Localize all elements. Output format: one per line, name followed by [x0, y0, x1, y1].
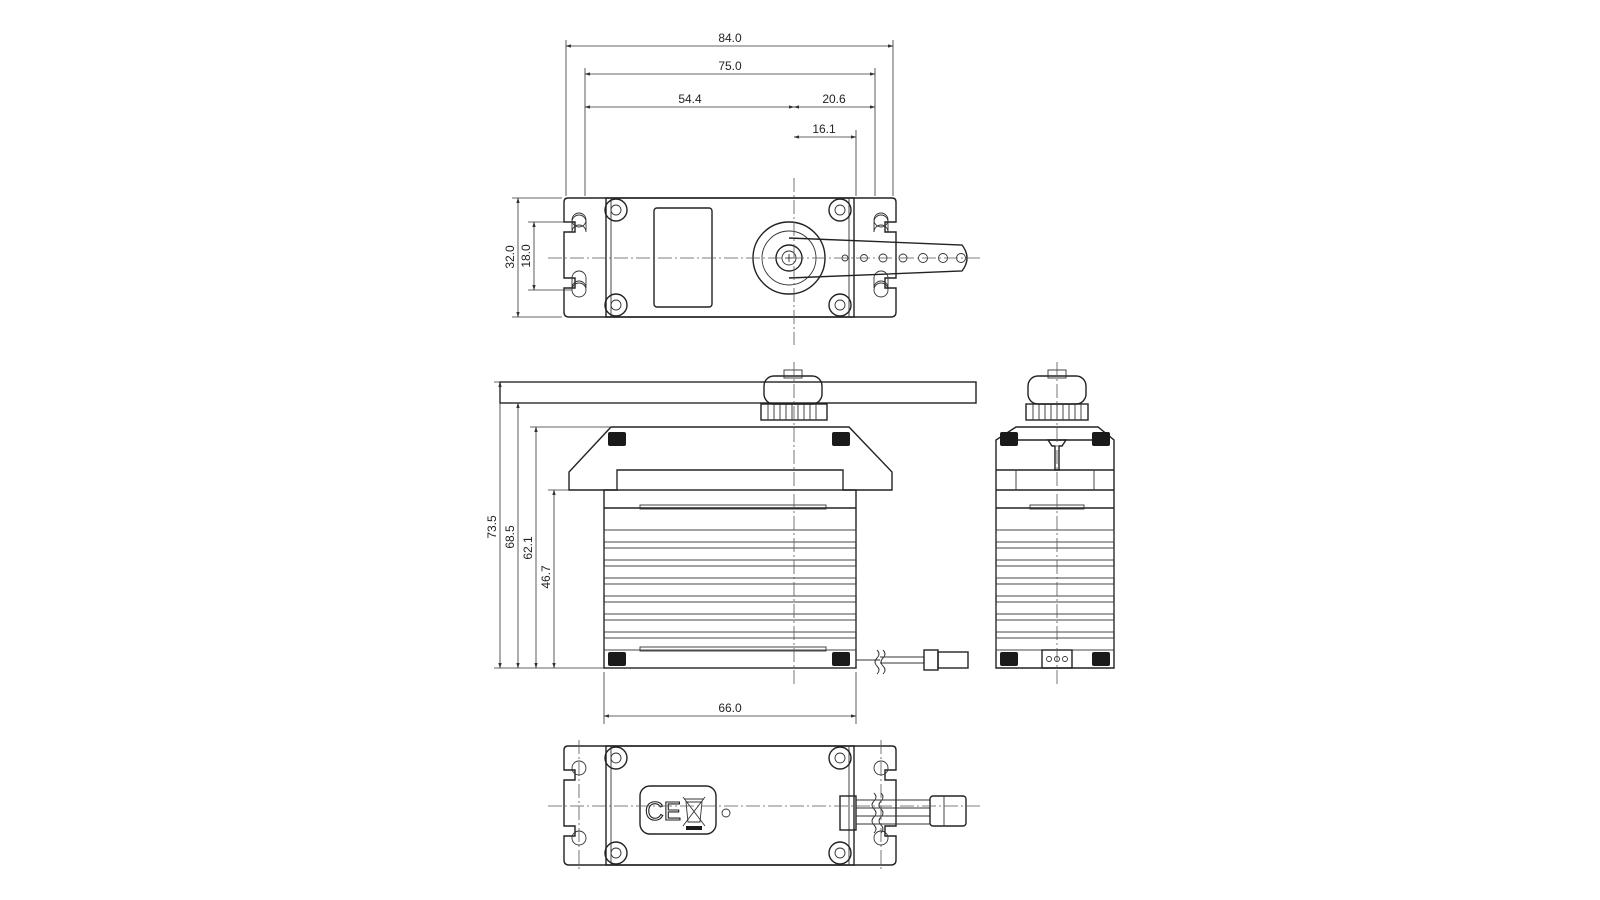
case-body [603, 489, 857, 669]
dim-hole-to-output: 54.4 [678, 92, 702, 106]
connector-plug-bottom [929, 795, 967, 827]
certification-plate [639, 785, 717, 835]
dim-mount-hole-spacing: 75.0 [718, 59, 742, 73]
front-view-dimensions: 73.5 68.5 62.1 46.7 66.0 [485, 381, 857, 724]
top-view-dimensions: 84.0 75.0 54.4 20.6 16.1 32.0 18.0 [503, 31, 894, 318]
top-view [548, 178, 980, 345]
servo-arm-side [499, 381, 977, 404]
cooling-fins [603, 529, 857, 651]
screw-head [608, 652, 626, 666]
case-screws [604, 198, 852, 317]
output-hub-side [763, 375, 823, 405]
side-view [995, 362, 1115, 685]
dim-height-to-flange-bottom: 46.7 [539, 565, 553, 589]
connector [923, 649, 939, 671]
vent-hole [721, 808, 731, 818]
dim-output-to-inner-hole: 16.1 [812, 122, 836, 136]
front-view [499, 362, 977, 685]
weee-bin-icon [682, 796, 706, 830]
bottom-view: CE [548, 740, 980, 872]
dim-hole-row-spacing: 18.0 [519, 244, 533, 268]
connector-plug [937, 651, 969, 669]
dim-output-to-hole: 20.6 [822, 92, 846, 106]
dim-height-to-flange-top: 62.1 [521, 536, 535, 560]
label-recess [653, 207, 713, 308]
cable-grommet [839, 795, 857, 831]
side-rib [1046, 439, 1068, 471]
dim-case-width: 66.0 [718, 701, 742, 715]
screw-head [608, 432, 626, 446]
dim-total-height: 73.5 [485, 515, 499, 539]
dim-overall-width: 84.0 [718, 31, 742, 45]
side-cooling-fins [995, 529, 1115, 651]
screw-head [832, 432, 850, 446]
side-case [995, 426, 1115, 669]
dim-overall-depth: 32.0 [503, 245, 517, 269]
dim-height-to-case-top: 68.5 [503, 525, 517, 549]
flange-slot [571, 212, 889, 298]
ce-mark: CE [645, 796, 681, 826]
screw-head [832, 652, 850, 666]
